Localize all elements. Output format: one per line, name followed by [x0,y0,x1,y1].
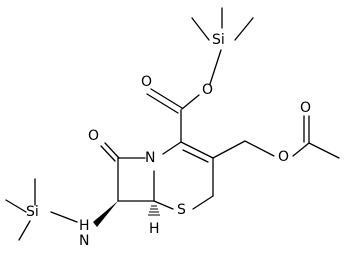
atom-o-lactam: O [88,128,99,144]
atom-n-amine: N [79,233,89,249]
bond-ch2-o [244,140,275,157]
bond-si-o-ester [209,49,222,85]
bond-lactam-co-1 [104,142,120,159]
bond-ring-ch2-s [192,195,214,210]
stereo-wedge-bond [93,201,118,227]
bond-carboxyl-double-1 [150,88,183,109]
bond-si-methyl-left [191,17,210,41]
atom-h-stereo: H [149,221,160,237]
bond-si-methyl-left [5,199,27,213]
atom-o-ester: O [202,82,213,98]
atom-h-amine: H [79,218,90,234]
atom-n-ring: N [145,150,155,166]
bond-acyl-c-methyl [308,142,340,159]
bond-carboxyl-double-2 [146,93,179,114]
stereo-hash-bond [148,205,160,216]
bonds [5,7,340,241]
bond-ring-double-outer [180,141,214,159]
atom-si-ester: Si [212,32,225,48]
atom-o-carboxyl: O [141,74,152,90]
atom-labels: Si O O O N O O S H H N Si [26,32,311,249]
bond-si-methyl-right [234,17,254,41]
bond-ring-s-c [153,200,174,210]
bond-ring-c-ch2-side [212,140,246,159]
atom-o-acetyl: O [300,100,311,116]
atom-si-amine: Si [26,204,39,220]
atom-s-ring: S [177,202,186,218]
atom-o-acetoxy-link: O [278,149,289,165]
bond-o-acyl-c [292,142,310,157]
bond-o-ester-carbonyl-c [181,94,200,110]
bond-lactam-co-2 [100,145,116,162]
bond-si-methyl-lower [18,220,31,241]
bond-ring-double-inner [182,149,209,163]
bond-ring-c-n [162,141,182,155]
bond-amine-n-si [50,211,78,223]
